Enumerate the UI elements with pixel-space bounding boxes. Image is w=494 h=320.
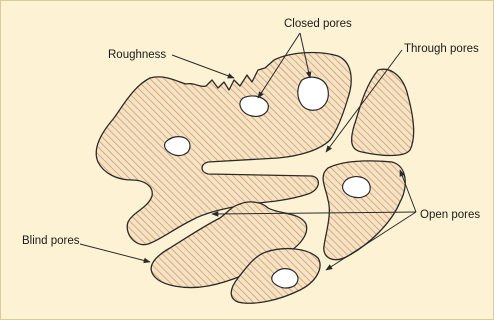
label-blind-pores: Blind pores <box>22 235 80 247</box>
label-roughness: Roughness <box>108 49 166 61</box>
closed-pore-2 <box>298 77 328 110</box>
label-open-pores: Open pores <box>420 209 480 221</box>
closed-pore-4 <box>343 177 371 198</box>
label-closed-pores: Closed pores <box>284 18 352 30</box>
label-through-pores: Through pores <box>404 43 479 55</box>
closed-pore-5 <box>272 269 298 288</box>
